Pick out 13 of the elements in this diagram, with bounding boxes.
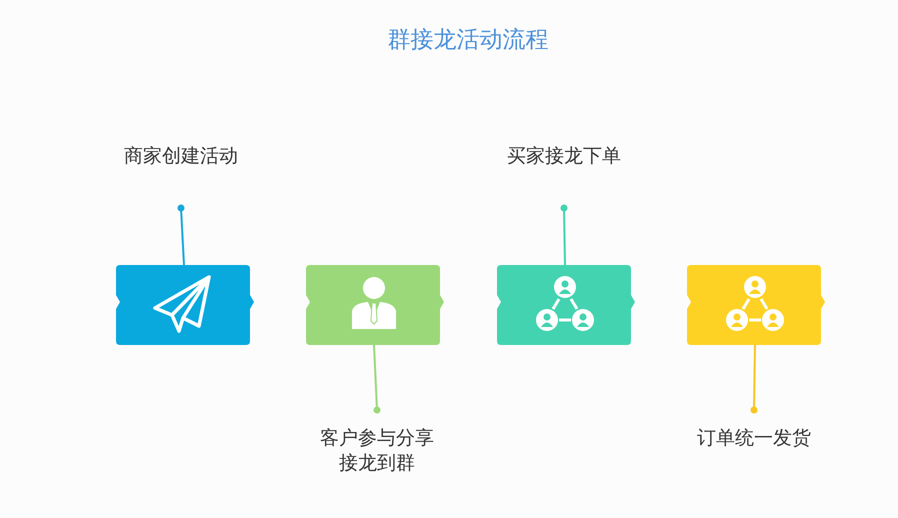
diagram-title: 群接龙活动流程 xyxy=(386,26,550,55)
leader-line xyxy=(560,204,568,266)
leader-line xyxy=(750,344,758,414)
leader-line xyxy=(373,344,380,414)
step-tab xyxy=(685,265,825,345)
leader-line xyxy=(178,204,185,266)
step-label: 订单统一发货 xyxy=(696,426,812,451)
step-tab xyxy=(114,265,254,345)
step-label: 买家接龙下单 xyxy=(506,144,622,169)
step-label: 客户参与分享接龙到群 xyxy=(319,426,435,476)
step-tab xyxy=(304,265,444,345)
step-tab xyxy=(495,265,635,345)
step-label: 商家创建活动 xyxy=(123,144,239,169)
